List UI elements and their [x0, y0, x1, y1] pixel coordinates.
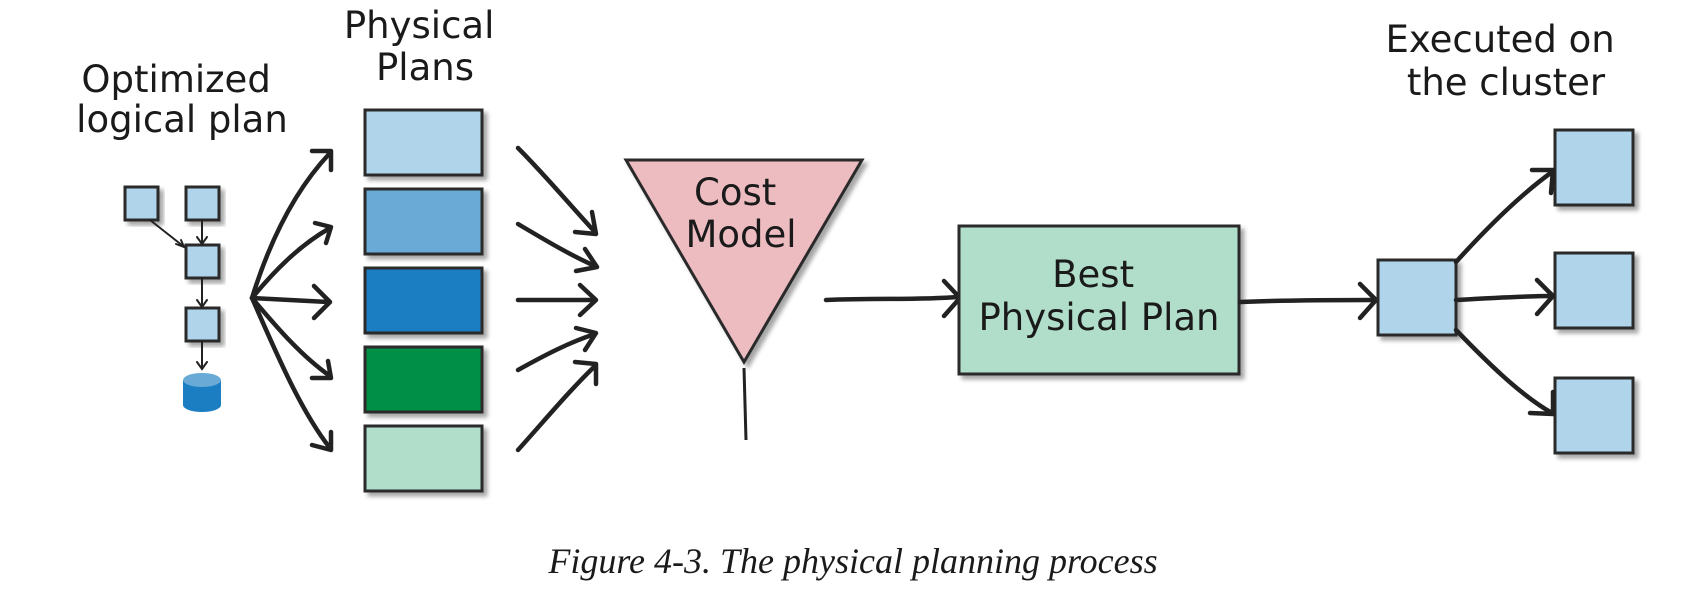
physical-plan-5: [363, 424, 484, 493]
database-icon: [183, 373, 221, 412]
executed-on-cluster-label: Executed on the cluster: [1385, 18, 1626, 104]
cost-model-label: Cost Model: [685, 171, 796, 256]
optimized-logical-plan-line-1: Optimized: [81, 58, 270, 101]
physical-plans-label: Physical Plans: [344, 4, 506, 89]
logical-edge-2: [196, 219, 208, 246]
logical-node-4: [184, 306, 221, 343]
cost-model-line-2: Model: [685, 213, 796, 256]
physical-plan-2: [363, 187, 484, 256]
optimized-logical-plan-label: Optimized logical plan: [76, 58, 288, 141]
best-physical-plan-line-2: Physical Plan: [979, 296, 1220, 339]
arrow-cost-to-best: [823, 294, 961, 303]
fan-arrow-2: [249, 225, 333, 301]
cost-model-triangle: [623, 158, 865, 365]
cluster-worker-node-2: [1553, 251, 1635, 330]
physical-plan-3: [363, 266, 484, 335]
logical-node-2: [184, 185, 221, 222]
fan-out-arrows: [249, 148, 334, 453]
fan-in-arrows: [515, 145, 600, 453]
fan-in-arrow-4: [515, 331, 598, 373]
fan-in-arrow-1: [515, 145, 598, 235]
cluster-driver-node: [1376, 258, 1458, 337]
physical-plan-4: [363, 345, 484, 414]
arrow-best-to-cluster: [1237, 297, 1377, 305]
fan-arrow-3: [249, 295, 331, 305]
physical-plan-1: [363, 108, 484, 177]
logical-edge-4: [196, 340, 208, 371]
logical-node-3: [184, 243, 221, 280]
fan-in-arrow-2: [515, 221, 598, 269]
physical-plans-stack: [363, 108, 484, 493]
cost-model-stem: [742, 367, 748, 441]
cluster-arrow-1: [1453, 169, 1555, 265]
physical-plans-line-1: Physical: [344, 4, 495, 47]
cost-model-funnel: Cost Model: [623, 158, 865, 441]
cluster-arrow-3: [1453, 327, 1555, 416]
optimized-logical-plan-line-2: logical plan: [76, 98, 288, 141]
best-physical-plan-box: [957, 224, 1241, 376]
cost-model-line-1: Cost: [694, 171, 776, 214]
best-physical-plan: Best Physical Plan: [957, 224, 1241, 376]
executed-on-cluster-line-1: Executed on: [1385, 18, 1614, 61]
cluster: [1376, 128, 1635, 455]
fan-arrow-1: [249, 150, 333, 301]
figure-caption: Figure 4-3. The physical planning proces…: [548, 541, 1158, 581]
cluster-worker-node-1: [1553, 128, 1635, 207]
logical-plan-tree: [123, 185, 221, 412]
fan-in-arrow-5: [515, 363, 598, 453]
physical-plans-line-2: Plans: [376, 46, 474, 89]
fan-arrow-4: [249, 295, 333, 379]
best-physical-plan-line-1: Best: [1052, 253, 1134, 296]
cluster-worker-node-3: [1553, 376, 1635, 455]
fan-arrow-5: [249, 295, 333, 451]
cluster-arrow-2: [1453, 293, 1556, 303]
logical-edge-3: [196, 277, 208, 309]
logical-node-1: [123, 185, 160, 222]
executed-on-cluster-line-2: the cluster: [1407, 61, 1606, 104]
best-physical-plan-label: Best Physical Plan: [979, 253, 1220, 339]
logical-edge-1: [149, 219, 186, 249]
